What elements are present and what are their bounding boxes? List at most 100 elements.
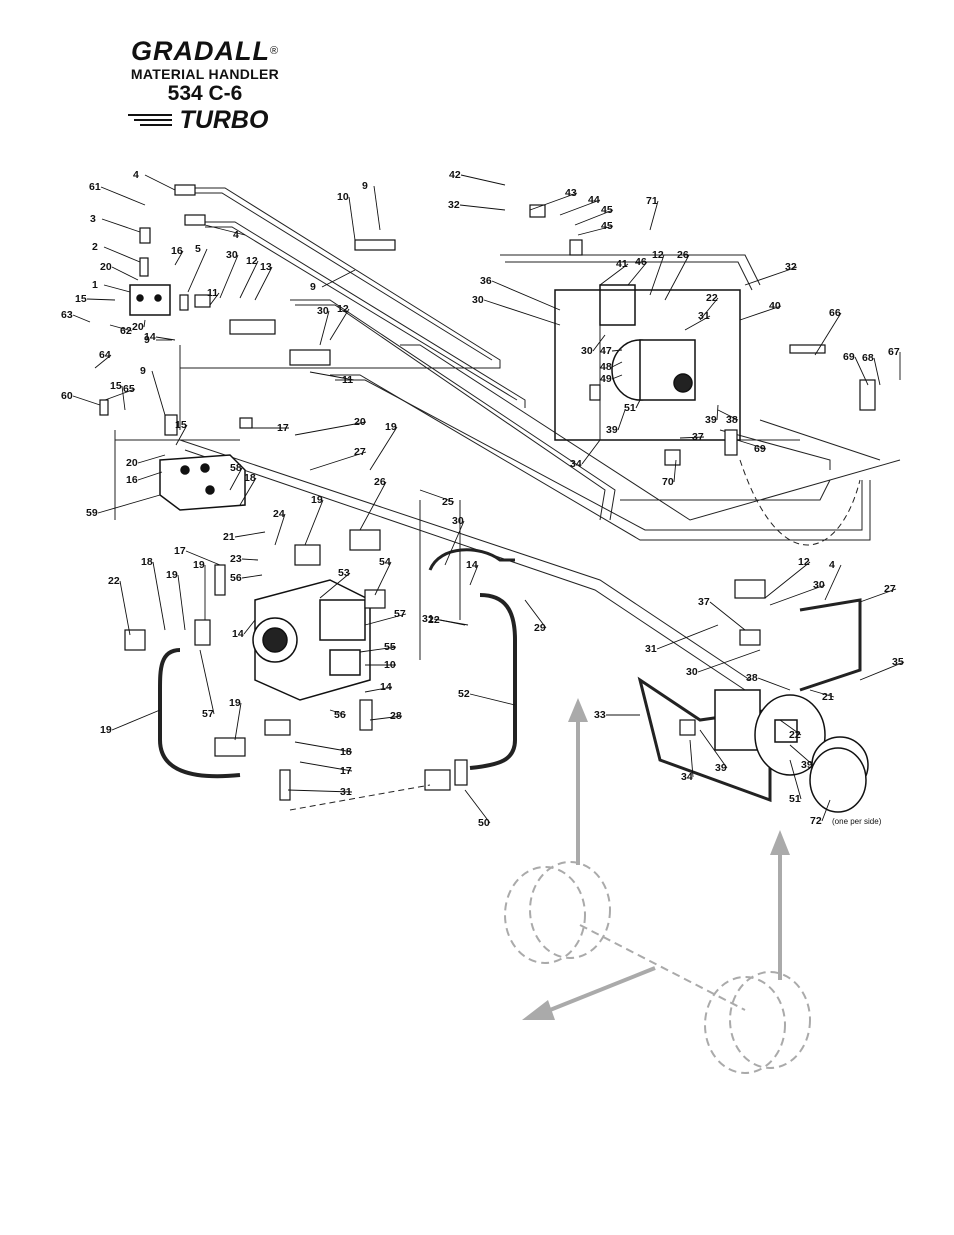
callout-leader-118 xyxy=(809,689,835,698)
callout-leader-13 xyxy=(209,292,220,306)
callout-label-35: 35 xyxy=(892,656,904,668)
callout-leader-33 xyxy=(175,424,188,446)
callout-label-64: 64 xyxy=(99,349,111,361)
callout-leader-39 xyxy=(309,451,367,471)
callout-label-16: 16 xyxy=(171,245,183,257)
callout-label-40: 40 xyxy=(769,300,781,312)
callout-label-39: 39 xyxy=(715,762,727,774)
logo-brand: GRADALL® xyxy=(130,36,280,66)
callout-leader-2 xyxy=(100,186,146,206)
callout-leader-64 xyxy=(111,709,161,731)
callout-label-20: 20 xyxy=(100,261,112,273)
callout-leader-88 xyxy=(744,266,798,286)
callout-label-39: 39 xyxy=(606,424,618,436)
callout-leader-89 xyxy=(699,297,719,321)
callout-leader-60 xyxy=(364,686,393,693)
callout-label-38: 38 xyxy=(726,414,738,426)
callout-leader-6 xyxy=(111,266,139,281)
callout-label-15: 15 xyxy=(175,419,187,431)
callout-label-23: 23 xyxy=(230,553,242,565)
callout-leader-58 xyxy=(359,646,397,653)
callout-leader-61 xyxy=(199,649,215,715)
callout-label-2: 2 xyxy=(92,241,98,253)
callout-label-31: 31 xyxy=(645,643,657,655)
callout-label-41: 41 xyxy=(616,258,628,270)
callout-label-69: 69 xyxy=(843,351,855,363)
callout-label-4: 4 xyxy=(829,559,835,571)
callout-label-63: 63 xyxy=(61,309,73,321)
gradall-logo: GRADALL® MATERIAL HANDLER 534 C-6 TURBO xyxy=(100,36,310,134)
callout-leader-12 xyxy=(103,284,131,293)
drive-motor-upper xyxy=(554,284,741,441)
callout-leader-86 xyxy=(649,254,665,296)
callout-label-50: 50 xyxy=(478,817,490,829)
callout-leader-25 xyxy=(319,310,330,346)
callout-leader-102 xyxy=(581,439,601,465)
callout-leader-124 xyxy=(821,799,831,822)
callout-label-33: 33 xyxy=(594,709,606,721)
callout-leader-49 xyxy=(152,561,166,631)
callout-leader-90 xyxy=(684,315,711,331)
callout-leader-116 xyxy=(757,677,791,691)
callout-leader-22 xyxy=(121,385,126,411)
callout-leader-20 xyxy=(104,388,136,401)
callout-label-29: 29 xyxy=(534,622,546,634)
callout-leader-95 xyxy=(611,374,623,380)
callout-label-19: 19 xyxy=(193,559,205,571)
callout-leader-70 xyxy=(469,564,479,586)
direction-arrows xyxy=(522,698,790,1020)
callout-leader-76 xyxy=(529,192,578,211)
callout-label-13: 13 xyxy=(260,261,272,273)
hose-35 xyxy=(799,598,862,692)
callout-leader-56 xyxy=(243,619,256,635)
callout-label-44: 44 xyxy=(588,194,600,206)
callout-leader-97 xyxy=(617,409,626,431)
callout-label-56: 56 xyxy=(230,572,242,584)
callout-label-4: 4 xyxy=(133,169,139,181)
callout-leader-41 xyxy=(304,499,324,546)
callout-leader-68 xyxy=(287,789,353,793)
callout-leader-55 xyxy=(364,613,407,626)
callout-leader-99 xyxy=(716,404,719,421)
callout-label-19: 19 xyxy=(166,569,178,581)
callout-leader-1 xyxy=(144,174,176,191)
callout-label-36: 36 xyxy=(480,275,492,287)
callout-label-21: 21 xyxy=(223,531,235,543)
callout-label-5: 5 xyxy=(195,243,201,255)
callout-leader-38 xyxy=(239,477,257,506)
callout-label-18: 18 xyxy=(141,556,153,568)
callout-label-16: 16 xyxy=(126,474,138,486)
callout-leader-35 xyxy=(137,471,163,481)
callout-leader-34 xyxy=(137,454,166,464)
callout-label-59: 59 xyxy=(86,507,98,519)
callout-leader-46 xyxy=(241,558,259,561)
callout-label-31: 31 xyxy=(340,786,352,798)
callout-label-72: 72 xyxy=(810,815,822,827)
callout-label-18: 18 xyxy=(244,472,256,484)
callout-label-42: 42 xyxy=(449,169,461,181)
callout-leader-81 xyxy=(649,200,659,231)
callout-label-27: 27 xyxy=(354,446,366,458)
callout-leader-43 xyxy=(419,489,455,503)
callout-leader-23 xyxy=(72,395,101,406)
callout-label-22: 22 xyxy=(706,292,718,304)
callout-leader-109 xyxy=(769,584,826,606)
callout-leader-104 xyxy=(814,312,842,356)
callout-leader-24 xyxy=(329,308,350,341)
callout-leader-47 xyxy=(241,574,263,579)
callout-label-46: 46 xyxy=(635,256,647,268)
callout-label-9: 9 xyxy=(144,334,150,346)
callout-label-22: 22 xyxy=(789,729,801,741)
callout-leader-40 xyxy=(369,426,398,471)
callout-label-9: 9 xyxy=(140,365,146,377)
callout-label-30: 30 xyxy=(452,515,464,527)
callout-label-30: 30 xyxy=(581,345,593,357)
valve-block xyxy=(159,454,246,511)
callout-label-58: 58 xyxy=(230,462,242,474)
callout-leader-112 xyxy=(709,601,746,631)
callout-label-19: 19 xyxy=(385,421,397,433)
logo-model: 534 C-6 xyxy=(167,82,243,105)
callout-leader-87 xyxy=(664,254,690,301)
callout-label-45: 45 xyxy=(601,220,613,232)
callout-leader-9 xyxy=(219,254,239,299)
